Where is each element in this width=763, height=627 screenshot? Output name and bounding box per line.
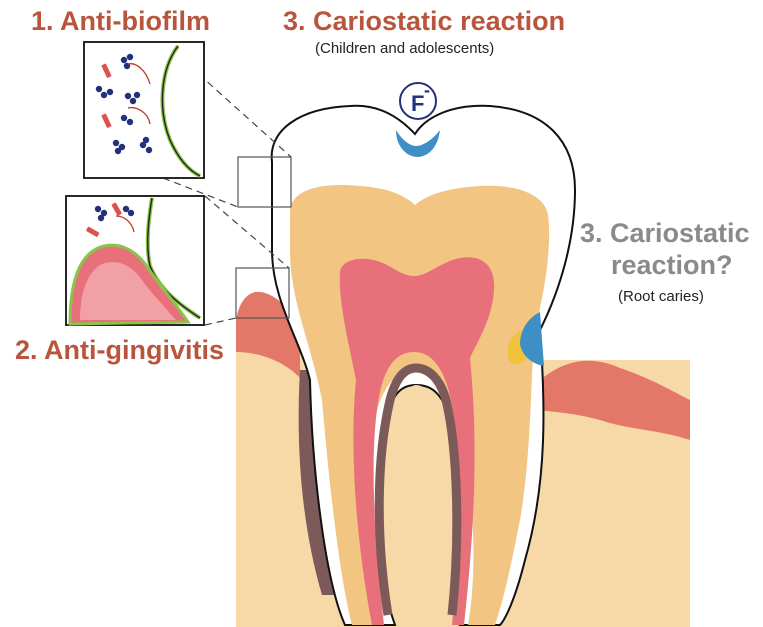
inset-anti-gingivitis: [66, 196, 204, 325]
cariostatic-root-line1: 3. Cariostatic: [580, 218, 750, 249]
cariostatic-top-label: 3. Cariostatic reaction: [283, 6, 565, 37]
cariostatic-root-sub: (Root caries): [618, 288, 704, 305]
cariostatic-top-sub: (Children and adolescents): [315, 40, 494, 57]
fluoride-symbol: F: [411, 91, 424, 116]
anti-gingivitis-label: 2. Anti-gingivitis: [15, 335, 224, 366]
anti-biofilm-label: 1. Anti-biofilm: [31, 6, 210, 37]
fluoride-charge: -: [424, 80, 430, 100]
cariostatic-root-line2: reaction?: [611, 250, 733, 281]
inset-anti-biofilm: [84, 42, 204, 178]
